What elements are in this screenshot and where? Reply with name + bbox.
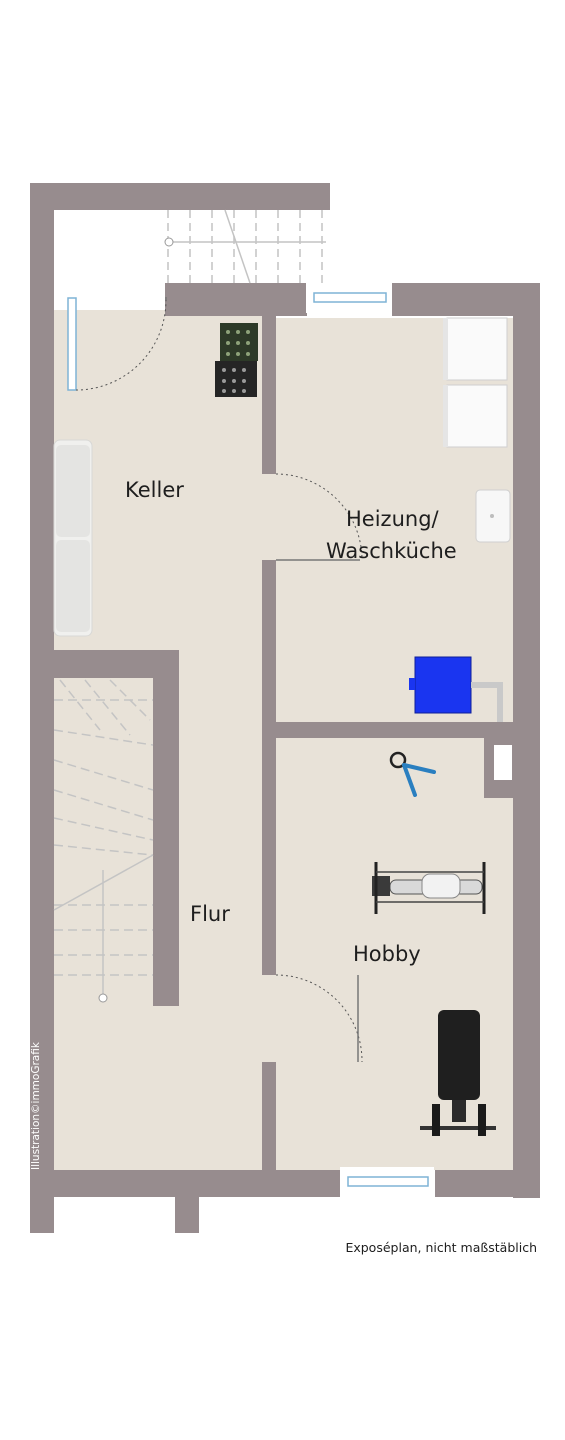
upper-stairs xyxy=(167,209,326,284)
dryer-icon xyxy=(443,384,508,448)
sofa-icon xyxy=(53,439,93,637)
door-swings xyxy=(75,299,363,1063)
heater-icon xyxy=(409,656,503,722)
walls xyxy=(30,183,540,1233)
windows xyxy=(67,283,434,1197)
lower-stair-start-icon xyxy=(98,993,108,1003)
upper-stair-start-icon xyxy=(164,237,174,247)
floor-areas xyxy=(54,310,514,1170)
weight-bench-icon xyxy=(420,1010,496,1136)
beverage-crates-icon xyxy=(215,323,258,397)
washing-machine-icon xyxy=(443,317,508,381)
room-label-keller: Keller xyxy=(125,478,184,502)
room-label-heizung-line1: Heizung/ xyxy=(346,507,440,531)
door-leaves xyxy=(165,297,360,1062)
room-label-flur: Flur xyxy=(190,902,230,926)
plan-caption: Exposéplan, nicht maßstäblich xyxy=(345,1240,537,1255)
niche xyxy=(494,745,512,780)
room-label-hobby: Hobby xyxy=(353,942,421,966)
sink-icon xyxy=(475,489,511,543)
hand-grip-icon xyxy=(389,751,436,797)
copyright-watermark: Illustration©immoGrafik xyxy=(30,1042,42,1170)
rowing-machine-icon xyxy=(372,862,486,914)
room-label-heizung-line2: Waschküche xyxy=(326,539,457,563)
lower-stairs xyxy=(53,679,154,998)
